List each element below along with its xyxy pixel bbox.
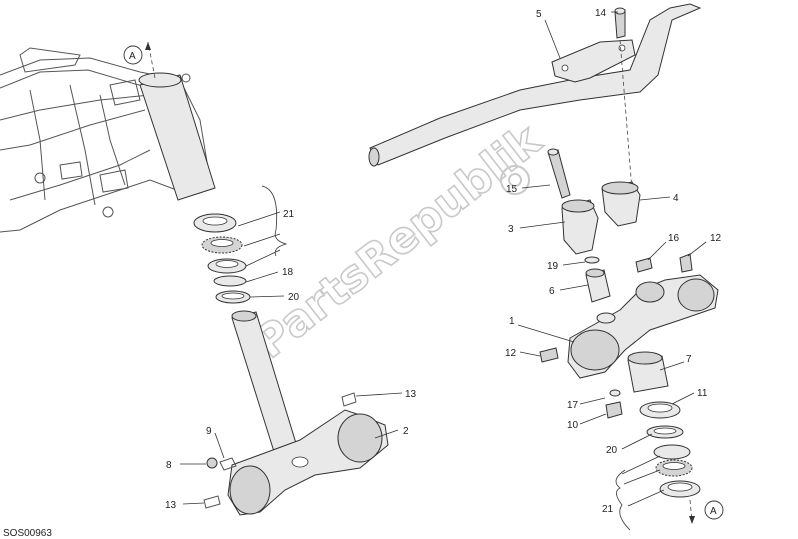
callout-16: 16	[668, 233, 680, 244]
left-lower-triple-clamp	[203, 310, 389, 516]
riser-4	[601, 181, 641, 227]
arrow-a-right: A	[689, 499, 724, 524]
arrow-a-left: A	[123, 41, 156, 79]
callout-8: 8	[166, 460, 172, 471]
callout-15: 15	[506, 184, 518, 195]
callout-14: 14	[595, 8, 607, 19]
callout-20-left: 20	[288, 292, 300, 303]
callout-10: 10	[567, 420, 579, 431]
callout-20-right: 20	[606, 445, 618, 456]
callout-1: 1	[509, 316, 515, 327]
callout-13-bottom: 13	[165, 500, 177, 511]
callout-21-right: 21	[602, 504, 614, 515]
frame-assembly	[0, 47, 216, 233]
callout-a-left: A	[129, 51, 136, 62]
diagram-code: SOS00963	[3, 528, 52, 539]
handlebar-clamp-top	[551, 7, 636, 83]
callout-a-right: A	[710, 506, 717, 517]
right-small-parts	[539, 253, 693, 363]
callout-13-top: 13	[405, 389, 417, 400]
handlebar	[368, 3, 702, 167]
callout-11: 11	[697, 388, 708, 399]
callout-labels: 21 18 20 13 2 9 8 13 5 14 15 4 3 16 12 1…	[165, 8, 722, 515]
callout-7: 7	[686, 354, 692, 365]
right-bearing-stack	[605, 351, 701, 498]
centerline-14	[619, 39, 633, 191]
callout-12-left: 12	[505, 348, 517, 359]
callout-9: 9	[206, 426, 212, 437]
callout-17: 17	[567, 400, 579, 411]
callout-2: 2	[403, 426, 409, 437]
callout-4: 4	[673, 193, 679, 204]
watermark-gear-icon	[500, 165, 530, 195]
callout-12-top: 12	[710, 233, 722, 244]
riser-3-and-bolt-15	[547, 148, 599, 255]
callout-19: 19	[547, 261, 559, 272]
left-bearing-stack	[193, 213, 251, 304]
callout-3: 3	[508, 224, 514, 235]
callout-6: 6	[549, 286, 555, 297]
callout-18: 18	[282, 267, 294, 278]
upper-triple-clamp	[567, 274, 719, 379]
leader-lines	[180, 11, 707, 531]
callout-21-left: 21	[283, 209, 295, 220]
callout-5: 5	[536, 9, 542, 20]
